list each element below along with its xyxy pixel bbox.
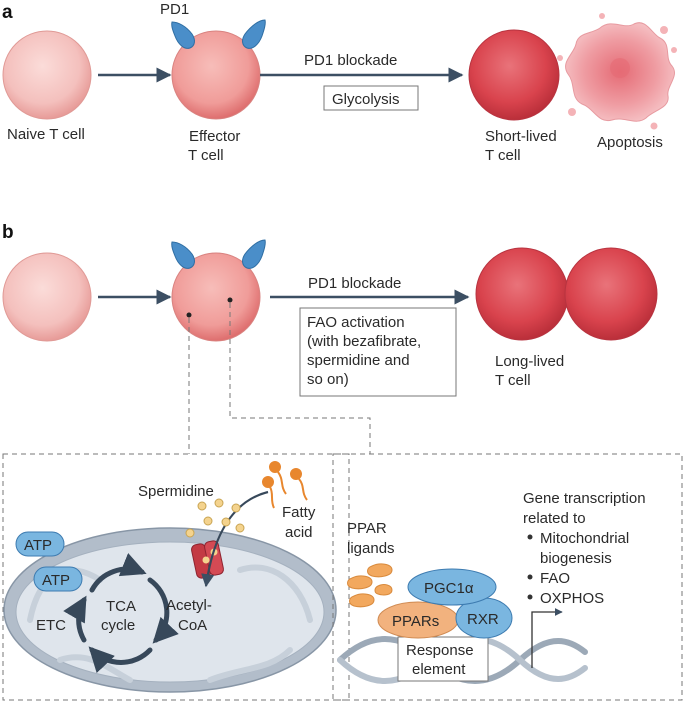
response-element-line1: Response (406, 642, 474, 659)
ppar-ligand-molecules (347, 563, 393, 608)
mito-inset-box (2, 453, 350, 701)
pd1-label: PD1 (160, 1, 189, 18)
pgc1a-label: PGC1α (424, 580, 474, 597)
glycolysis-label: Glycolysis (332, 91, 400, 108)
effector-t-cell-b (171, 252, 261, 342)
tca-label-line2: cycle (101, 617, 135, 634)
pgc1a-protein (407, 568, 497, 606)
bullet-dot-2 (527, 574, 533, 580)
fatty-acid-molecules (262, 461, 308, 509)
atp-pill-1 (15, 531, 65, 557)
nucleus-marker-dot (227, 297, 233, 303)
atp-label-2: ATP (42, 572, 70, 589)
fao-line-1: FAO activation (307, 314, 405, 331)
pd1-receptor-right-a (242, 19, 266, 49)
gene-transcription-line2: related to (523, 510, 586, 527)
short-lived-label-line2: T cell (485, 147, 521, 164)
etc-label: ETC (36, 617, 66, 634)
bullet-biogenesis: biogenesis (540, 550, 612, 567)
fao-line-3: spermidine and (307, 352, 410, 369)
apoptosis-label: Apoptosis (597, 134, 663, 151)
spermidine-label: Spermidine (138, 483, 214, 500)
effector-label-line1-a: Effector (189, 128, 240, 145)
pd1-receptor-left-a (171, 21, 195, 49)
ppar-ligands-line2: ligands (347, 540, 395, 557)
long-lived-label-line1: Long-lived (495, 353, 564, 370)
long-lived-t-cell-left (475, 247, 569, 341)
naive-t-cell-a (2, 30, 92, 120)
ppars-label: PPARs (392, 613, 439, 630)
spermidine-dots (185, 498, 245, 538)
atp-label-1: ATP (24, 537, 52, 554)
panel-b-letter: b (2, 222, 14, 243)
acetyl-coa-line1: Acetyl- (166, 597, 212, 614)
tca-label-line1: TCA (106, 598, 136, 615)
blockade-label-a: PD1 blockade (304, 52, 397, 69)
fao-activation-box (299, 307, 457, 397)
transcription-start-arrow (531, 608, 563, 668)
fatty-acid-label-line1: Fatty (282, 504, 316, 521)
fatty-acid-label-line2: acid (285, 524, 313, 541)
fao-line-2: (with bezafibrate, (307, 333, 421, 350)
mitochondrion-marker-dot (186, 312, 192, 318)
rxr-label: RXR (467, 611, 499, 628)
response-element-line2: element (412, 661, 466, 678)
bullet-oxphos: OXPHOS (540, 590, 604, 607)
long-lived-label-line2: T cell (495, 372, 531, 389)
blockade-label-b: PD1 blockade (308, 275, 401, 292)
ppar-ligands-line1: PPAR (347, 520, 387, 537)
acetyl-coa-line2: CoA (178, 617, 207, 634)
atp-pill-2 (33, 566, 83, 592)
long-lived-t-cell-right (564, 247, 658, 341)
effector-label-line2-a: T cell (188, 147, 224, 164)
bullet-fao: FAO (540, 570, 570, 587)
gene-transcription-line1: Gene transcription (523, 490, 646, 507)
tca-cycle-arrows (63, 552, 179, 674)
bullet-mitochondrial: Mitochondrial (540, 530, 629, 547)
glycolysis-box (323, 85, 419, 111)
connector-to-ppar-inset (229, 303, 371, 454)
panel-a-letter: a (2, 2, 13, 23)
apoptotic-cell (557, 13, 677, 130)
fao-line-4: so on) (307, 371, 349, 388)
ppar-inset-box (332, 453, 683, 701)
bullet-dot-3 (527, 594, 533, 600)
pd1-receptor-right-b (242, 239, 266, 269)
short-lived-label-line1: Short-lived (485, 128, 557, 145)
short-lived-t-cell (468, 29, 560, 121)
naive-t-cell-b (2, 252, 92, 342)
naive-label-a: Naive T cell (7, 126, 85, 143)
pd1-receptor-left-b (171, 241, 195, 269)
response-element-box (397, 636, 489, 682)
bullet-dot-1 (527, 534, 533, 540)
